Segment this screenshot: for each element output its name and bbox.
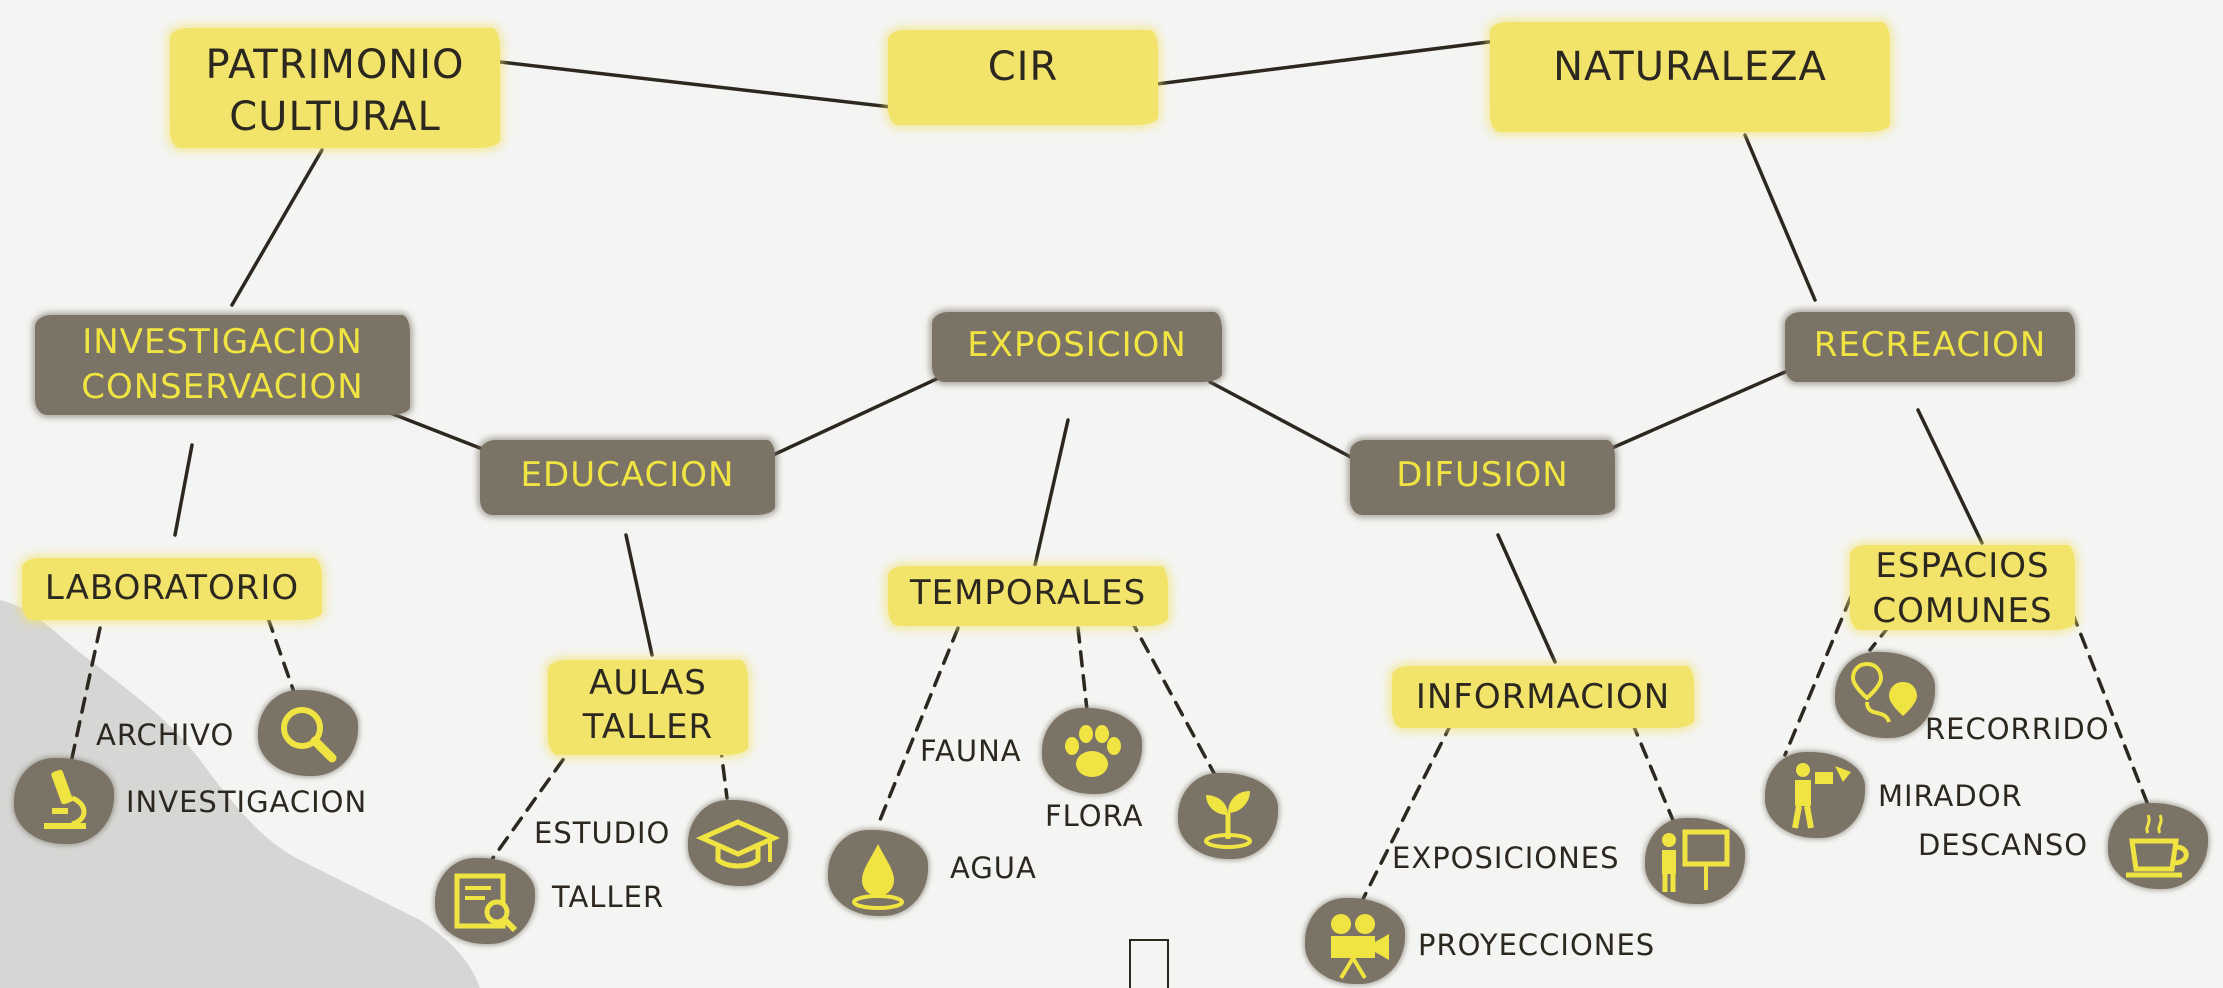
node-aulas-taller [548, 660, 748, 755]
node-espacios-label: ESPACIOS [1875, 546, 2050, 586]
node-exposicion [932, 312, 1222, 382]
leaf-proyecciones-label: PROYECCIONES [1418, 928, 1656, 962]
line-cir-naturaleza [1123, 36, 1522, 90]
node-aulas-label: AULAS [589, 663, 707, 703]
node-cir-label: CIR [987, 44, 1059, 90]
line-recreacion-espacios [1916, 408, 1984, 545]
node-patrimonio-cultural [170, 28, 500, 148]
leaf-fauna-label: FAUNA [920, 734, 1022, 768]
dash-informacion-exposiciones [1630, 720, 1677, 827]
node-naturaleza-label: NATURALEZA [1553, 44, 1827, 90]
leaf-flora-label: FLORA [1045, 799, 1144, 833]
dash-aulas-taller [486, 738, 579, 867]
binoculars-person-icon [1765, 752, 1865, 838]
dash-espacios-descanso [2070, 610, 2152, 812]
line-patrimonio-investigacion [230, 148, 324, 307]
line-patrimonio-cir [498, 60, 937, 114]
node-temporales [888, 566, 1168, 626]
node-investigacion-conservacion [35, 315, 410, 415]
node-temporales-label: TEMPORALES [909, 573, 1147, 613]
line-difusion-recreacion [1610, 370, 1787, 450]
dash-temporales-flora [1128, 616, 1217, 777]
magnifier-icon [258, 690, 358, 776]
leaf-estudio-label: ESTUDIO [534, 816, 671, 850]
dash-temporales-agua [878, 626, 960, 822]
sketch-mark [1129, 939, 1169, 988]
leaf-taller-label: TALLER [552, 880, 665, 914]
leaf-descanso-label: DESCANSO [1918, 828, 2089, 862]
line-naturaleza-recreacion [1743, 133, 1817, 302]
node-taller-label: TALLER [582, 707, 714, 747]
water-drop-icon [828, 830, 928, 916]
line-difusion-informacion [1496, 533, 1557, 664]
node-espacios-comunes [1850, 545, 2075, 630]
node-cultural-label: CULTURAL [229, 94, 441, 140]
sprout-icon [1178, 773, 1278, 859]
leaf-investigacion-label: INVESTIGACION [126, 785, 368, 819]
line-investigacion-laboratorio [173, 443, 194, 537]
graduation-cap-icon [688, 800, 788, 886]
line-educacion-aulas [624, 533, 654, 657]
node-comunes-label: COMUNES [1872, 591, 2053, 631]
leaf-mirador-label: MIRADOR [1878, 779, 2023, 813]
node-laboratorio-label: LABORATORIO [44, 568, 300, 608]
node-conservacion-label: CONSERVACION [81, 367, 364, 407]
line-exposicion-difusion [1208, 380, 1362, 464]
line-exposicion-temporales [1033, 418, 1070, 567]
dash-laboratorio-investigacion [70, 626, 102, 760]
leaf-archivo-label: ARCHIVO [96, 718, 235, 752]
node-cir [888, 30, 1158, 125]
movie-camera-icon [1305, 898, 1405, 984]
route-pin-icon [1835, 652, 1935, 738]
leaf-recorrido-label: RECORRIDO [1925, 712, 2110, 746]
node-educacion-label: EDUCACION [520, 455, 735, 495]
line-educacion-exposicion [756, 373, 947, 464]
dash-laboratorio-archivo [266, 616, 297, 697]
leaf-exposiciones-label: EXPOSICIONES [1392, 841, 1620, 875]
book-search-icon [435, 858, 535, 944]
node-educacion [480, 440, 775, 515]
dash-informacion-proyecciones [1358, 720, 1454, 907]
dash-temporales-fauna [1076, 626, 1089, 712]
node-laboratorio [22, 558, 322, 620]
presentation-board-icon [1645, 818, 1745, 904]
node-recreacion [1785, 312, 2075, 382]
node-recreacion-label: RECREACION [1813, 325, 2047, 365]
node-patrimonio-label: PATRIMONIO [205, 42, 465, 88]
microscope-icon [14, 758, 114, 844]
node-informacion [1392, 666, 1694, 728]
leaf-agua-label: AGUA [950, 851, 1037, 885]
node-difusion [1350, 440, 1615, 515]
node-informacion-label: INFORMACION [1415, 677, 1671, 717]
node-investigacion-label: INVESTIGACION [82, 322, 363, 362]
coffee-cup-icon [2108, 803, 2208, 889]
node-exposicion-label: EXPOSICION [967, 325, 1187, 365]
paw-icon [1042, 708, 1142, 794]
node-difusion-label: DIFUSION [1396, 455, 1569, 495]
node-naturaleza [1490, 22, 1890, 132]
dash-espacios-mirador [1783, 573, 1862, 757]
